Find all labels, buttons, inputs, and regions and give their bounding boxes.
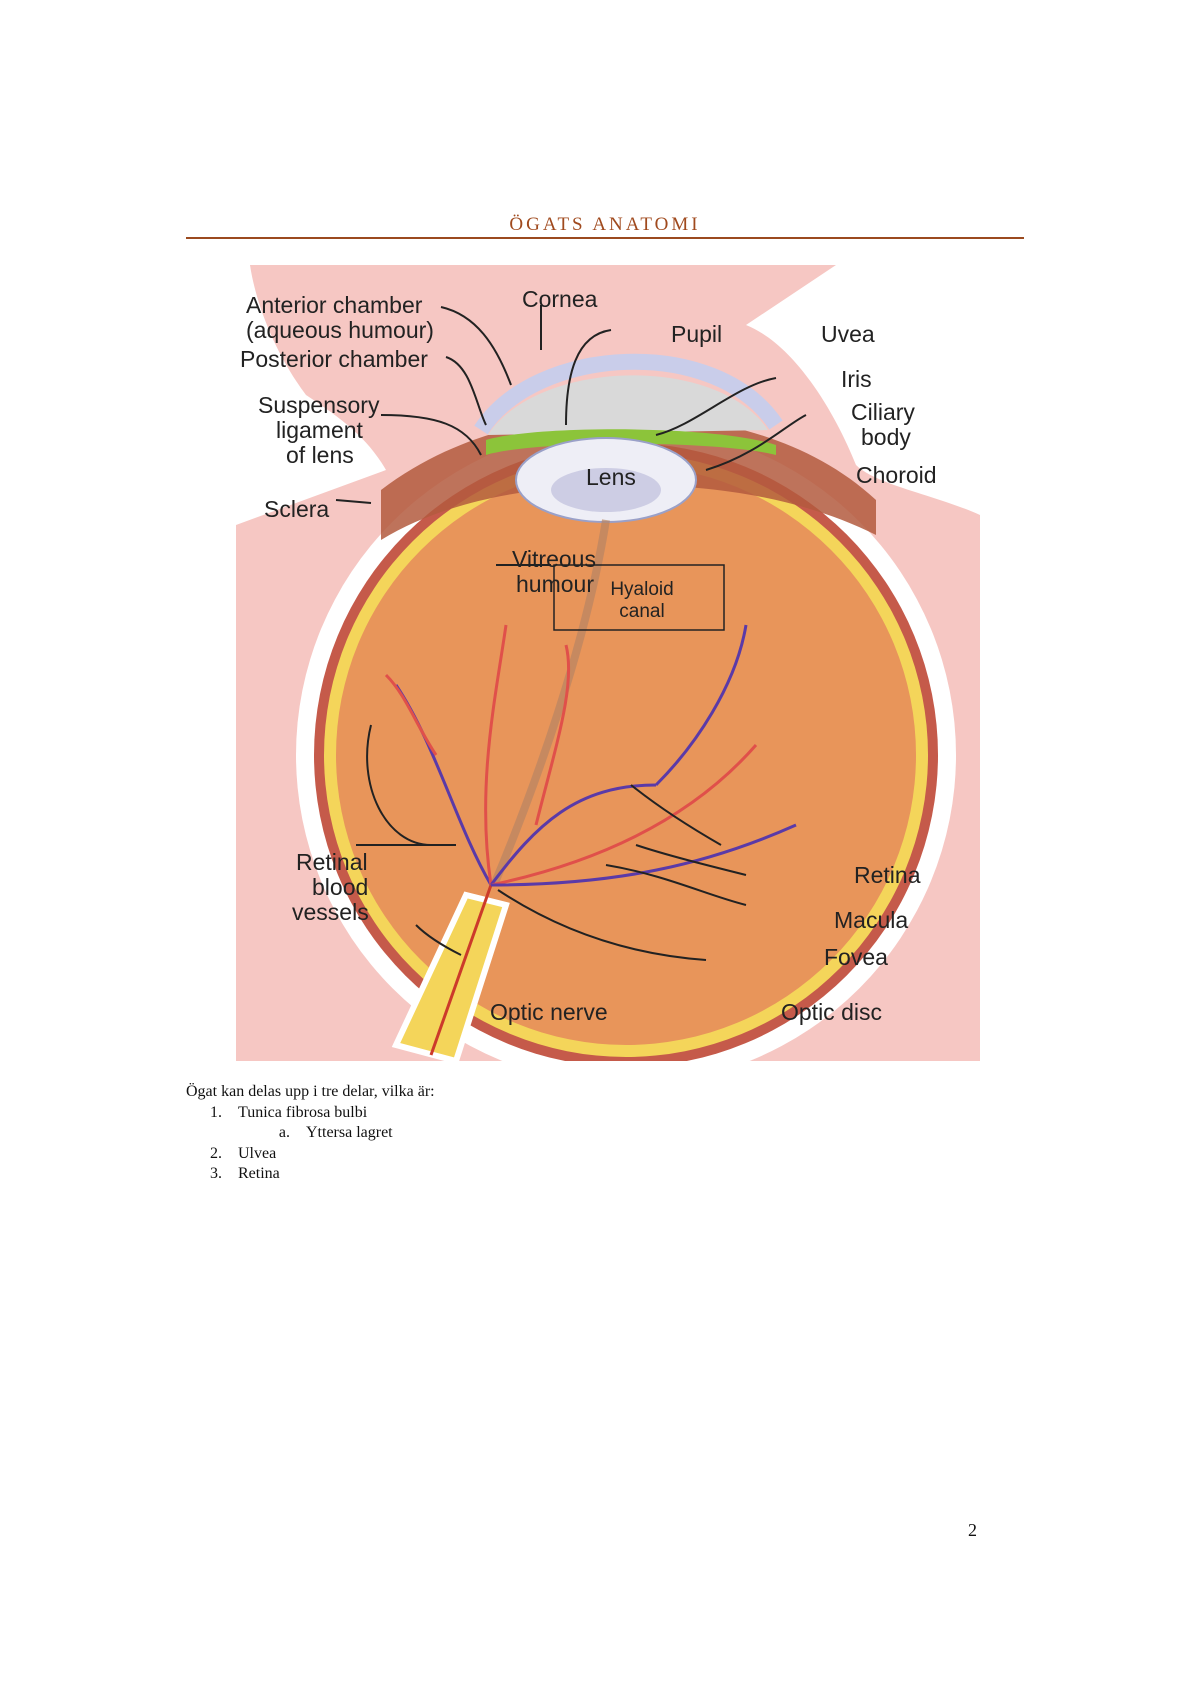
label-sclera: Sclera	[264, 496, 329, 522]
label-retinal: Retinal	[296, 849, 368, 875]
label-optic-disc: Optic disc	[781, 999, 882, 1025]
label-ligament: ligament	[276, 417, 364, 443]
hyaloid-canal	[490, 519, 610, 887]
list-text: Retina	[238, 1165, 280, 1182]
list-number: 3.	[210, 1165, 222, 1182]
label-lens: Lens	[586, 464, 636, 490]
upper-right-white	[746, 265, 980, 515]
label-hyaloid: Hyaloid	[610, 579, 673, 600]
leader-lines	[335, 305, 807, 961]
page-header-title: ÖGATS ANATOMI	[509, 214, 701, 235]
label-blood: blood	[312, 874, 368, 900]
list-text: Yttersa lagret	[306, 1124, 393, 1141]
skin-white-area	[236, 265, 386, 525]
intro-paragraph: Ögat kan delas upp i tre delar, vilka är…	[186, 1083, 435, 1100]
list-number: 1.	[210, 1103, 222, 1121]
label-fovea: Fovea	[824, 944, 888, 970]
page-number: 2	[968, 1520, 977, 1540]
label-iris: Iris	[841, 366, 872, 392]
hyaloid-box	[553, 564, 725, 631]
label-optic-nerve: Optic nerve	[490, 999, 608, 1025]
list-item: 2. Ulvea	[186, 1144, 435, 1165]
eye-diagram-svg: Anterior chamber (aqueous humour) Poster…	[236, 265, 980, 1061]
label-body: body	[861, 424, 911, 450]
body-text: Ögat kan delas upp i tre delar, vilka är…	[186, 1082, 435, 1185]
anterior-chamber-shape	[488, 375, 768, 435]
retinal-vessels	[384, 624, 797, 887]
list-text: Tunica fibrosa bulbi	[238, 1103, 368, 1121]
list-item: a. Yttersa lagret	[186, 1123, 435, 1144]
list-number: a.	[278, 1124, 290, 1141]
label-macula: Macula	[834, 907, 908, 933]
label-aqueous-humour: (aqueous humour)	[246, 317, 434, 343]
label-pupil: Pupil	[671, 321, 722, 347]
optic-nerve-shape	[391, 891, 510, 1061]
eye-anatomy-diagram: Anterior chamber (aqueous humour) Poster…	[236, 265, 980, 1061]
label-uvea: Uvea	[821, 321, 875, 347]
cornea-shape	[474, 353, 783, 435]
label-anterior-chamber: Anterior chamber	[246, 292, 423, 318]
list-item: 3. Retina	[186, 1164, 435, 1185]
lens-core	[551, 468, 661, 512]
label-retina: Retina	[854, 862, 921, 888]
header-rule	[186, 237, 1024, 239]
list-number: 2.	[210, 1144, 222, 1162]
label-choroid: Choroid	[856, 462, 937, 488]
label-of-lens: of lens	[286, 442, 354, 468]
list-item: 1. Tunica fibrosa bulbi	[186, 1103, 435, 1124]
label-vessels: vessels	[292, 899, 369, 925]
label-canal: canal	[619, 601, 664, 622]
label-suspensory: Suspensory	[258, 392, 380, 418]
label-cornea: Cornea	[522, 286, 598, 312]
label-posterior-chamber: Posterior chamber	[240, 346, 428, 372]
central-artery	[429, 884, 493, 1056]
label-humour: humour	[516, 571, 594, 597]
label-ciliary: Ciliary	[851, 399, 915, 425]
list-text: Ulvea	[238, 1144, 277, 1162]
parts-list: 1.Tunica fibrosa bulbi a.Yttersa lagret …	[186, 1103, 435, 1185]
